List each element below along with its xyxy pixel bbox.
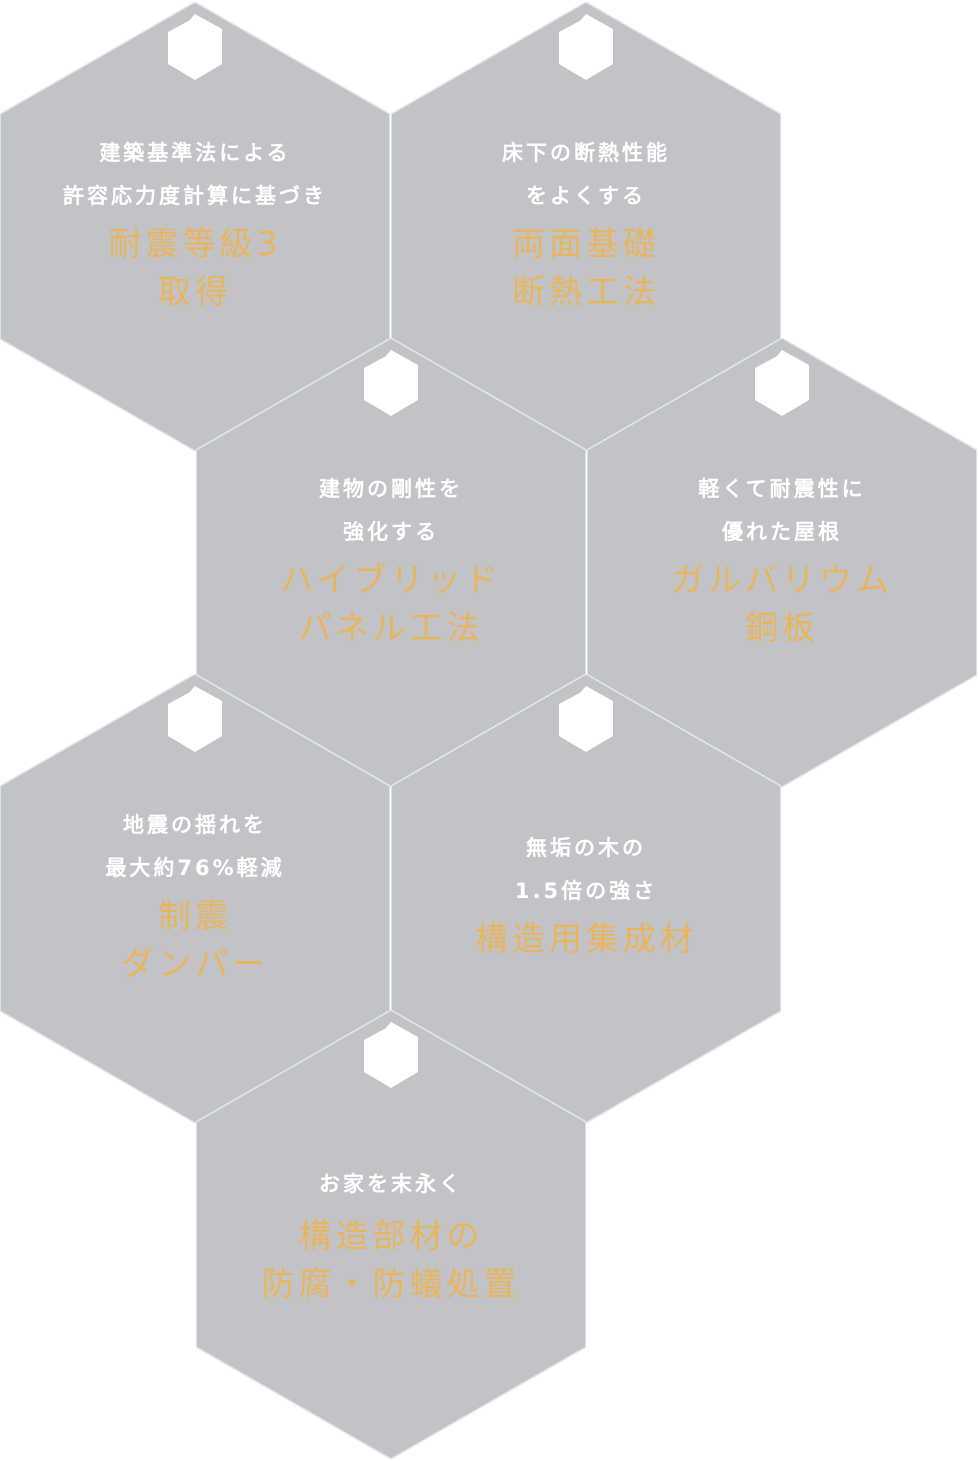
feature-subtitle: 地震の揺れを — [123, 813, 267, 837]
feature-text: 建物の剛性を 強化する ハイブリッド パネル工法 — [216, 468, 566, 652]
feature-hex-hybrid-panel: 建物の剛性を 強化する ハイブリッド パネル工法 — [196, 338, 586, 788]
feature-title: ハイブリッド — [280, 560, 502, 599]
feature-subtitle: 軽くて耐震性に — [698, 477, 866, 501]
brand-logo-icon — [168, 14, 222, 80]
brand-logo-icon — [559, 14, 613, 80]
feature-subtitle: 建物の剛性を — [319, 477, 463, 501]
feature-title: 構造用集成材 — [475, 919, 697, 958]
feature-text: 床下の断熱性能 をよくする 両面基礎 断熱工法 — [411, 132, 761, 316]
feature-title: 鋼板 — [745, 608, 819, 647]
brand-logo-icon — [364, 1022, 418, 1088]
feature-text: 無垢の木の 1.5倍の強さ 構造用集成材 — [411, 827, 761, 963]
feature-title: 防腐・防蟻処置 — [261, 1264, 521, 1303]
feature-text: 地震の揺れを 最大約76%軽減 制震 ダンパー — [20, 804, 370, 988]
feature-subtitle: 強化する — [343, 520, 439, 544]
feature-text: 建築基準法による 許容応力度計算に基づき 耐震等級3 取得 — [20, 132, 370, 316]
feature-hex-foundation-insulation: 床下の断熱性能 をよくする 両面基礎 断熱工法 — [391, 2, 781, 452]
feature-title: ガルバリウム — [671, 560, 893, 599]
feature-text: 軽くて耐震性に 優れた屋根 ガルバリウム 鋼板 — [607, 468, 957, 652]
brand-logo-icon — [364, 350, 418, 416]
feature-subtitle: 1.5倍の強さ — [514, 879, 658, 903]
feature-title: 取得 — [158, 272, 232, 311]
feature-subtitle: 建築基準法による — [99, 141, 291, 165]
feature-title: 断熱工法 — [512, 272, 660, 311]
hexagon-shape — [0, 674, 390, 1124]
feature-subtitle: 床下の断熱性能 — [502, 141, 670, 165]
feature-subtitle: 無垢の木の — [526, 836, 646, 860]
feature-title: ダンパー — [121, 944, 269, 983]
feature-title: 構造部材の — [298, 1216, 484, 1255]
feature-hex-glulam: 無垢の木の 1.5倍の強さ 構造用集成材 — [391, 674, 781, 1124]
feature-hex-galvalume-roof: 軽くて耐震性に 優れた屋根 ガルバリウム 鋼板 — [587, 338, 977, 788]
feature-title: 制震 — [158, 896, 232, 935]
feature-subtitle: お家を末永く — [319, 1172, 463, 1196]
hexagon-shape — [0, 2, 390, 452]
feature-subtitle: 優れた屋根 — [722, 520, 842, 544]
brand-logo-icon — [755, 350, 809, 416]
feature-subtitle: をよくする — [526, 184, 646, 208]
feature-subtitle: 許容応力度計算に基づき — [63, 184, 327, 208]
feature-text: お家を末永く 構造部材の 防腐・防蟻処置 — [216, 1163, 566, 1308]
feature-hex-seismic-grade: 建築基準法による 許容応力度計算に基づき 耐震等級3 取得 — [0, 2, 390, 452]
hexagon-shape — [391, 674, 781, 1124]
hexagon-shape — [391, 2, 781, 452]
feature-title: パネル工法 — [298, 608, 484, 647]
feature-title: 耐震等級3 — [108, 224, 282, 263]
feature-hex-anti-termite: お家を末永く 構造部材の 防腐・防蟻処置 — [196, 1010, 586, 1460]
feature-subtitle: 最大約76%軽減 — [105, 856, 285, 880]
feature-title: 両面基礎 — [512, 224, 660, 263]
hexagon-shape — [587, 338, 977, 788]
hexagon-shape — [196, 1010, 586, 1460]
feature-hex-damper: 地震の揺れを 最大約76%軽減 制震 ダンパー — [0, 674, 390, 1124]
brand-logo-icon — [559, 686, 613, 752]
brand-logo-icon — [168, 686, 222, 752]
